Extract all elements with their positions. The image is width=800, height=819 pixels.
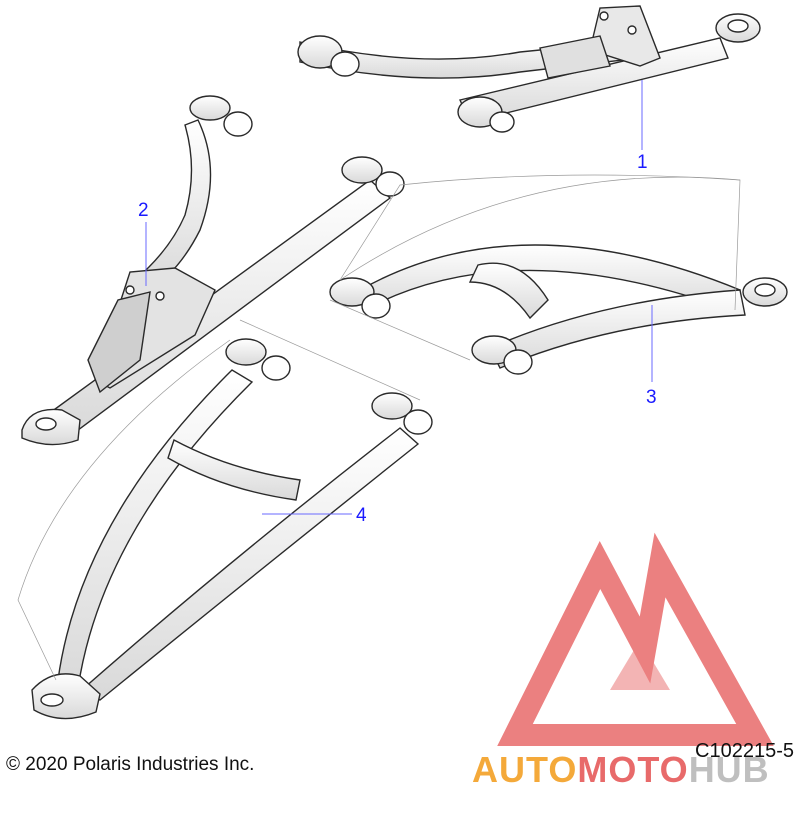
callout-3: 3	[646, 387, 657, 408]
figure-id: C102215-5	[695, 740, 794, 762]
watermark-text: AUTOMOTOHUB	[472, 749, 770, 790]
part-4-lower-control-arm	[31, 338, 433, 720]
callout-1: 1	[637, 152, 648, 173]
callout-4: 4	[356, 505, 367, 526]
callout-2: 2	[138, 200, 149, 221]
copyright-text: © 2020 Polaris Industries Inc.	[6, 754, 255, 775]
part-1-upper-control-arm	[297, 5, 761, 133]
part-3-construction-lines	[329, 174, 741, 361]
part-3-lower-control-arm	[329, 244, 788, 375]
watermark-logo	[497, 532, 774, 746]
part-2-control-arm	[21, 95, 405, 446]
part-4-construction-lines	[17, 319, 421, 681]
callout-leaders	[145, 80, 653, 515]
